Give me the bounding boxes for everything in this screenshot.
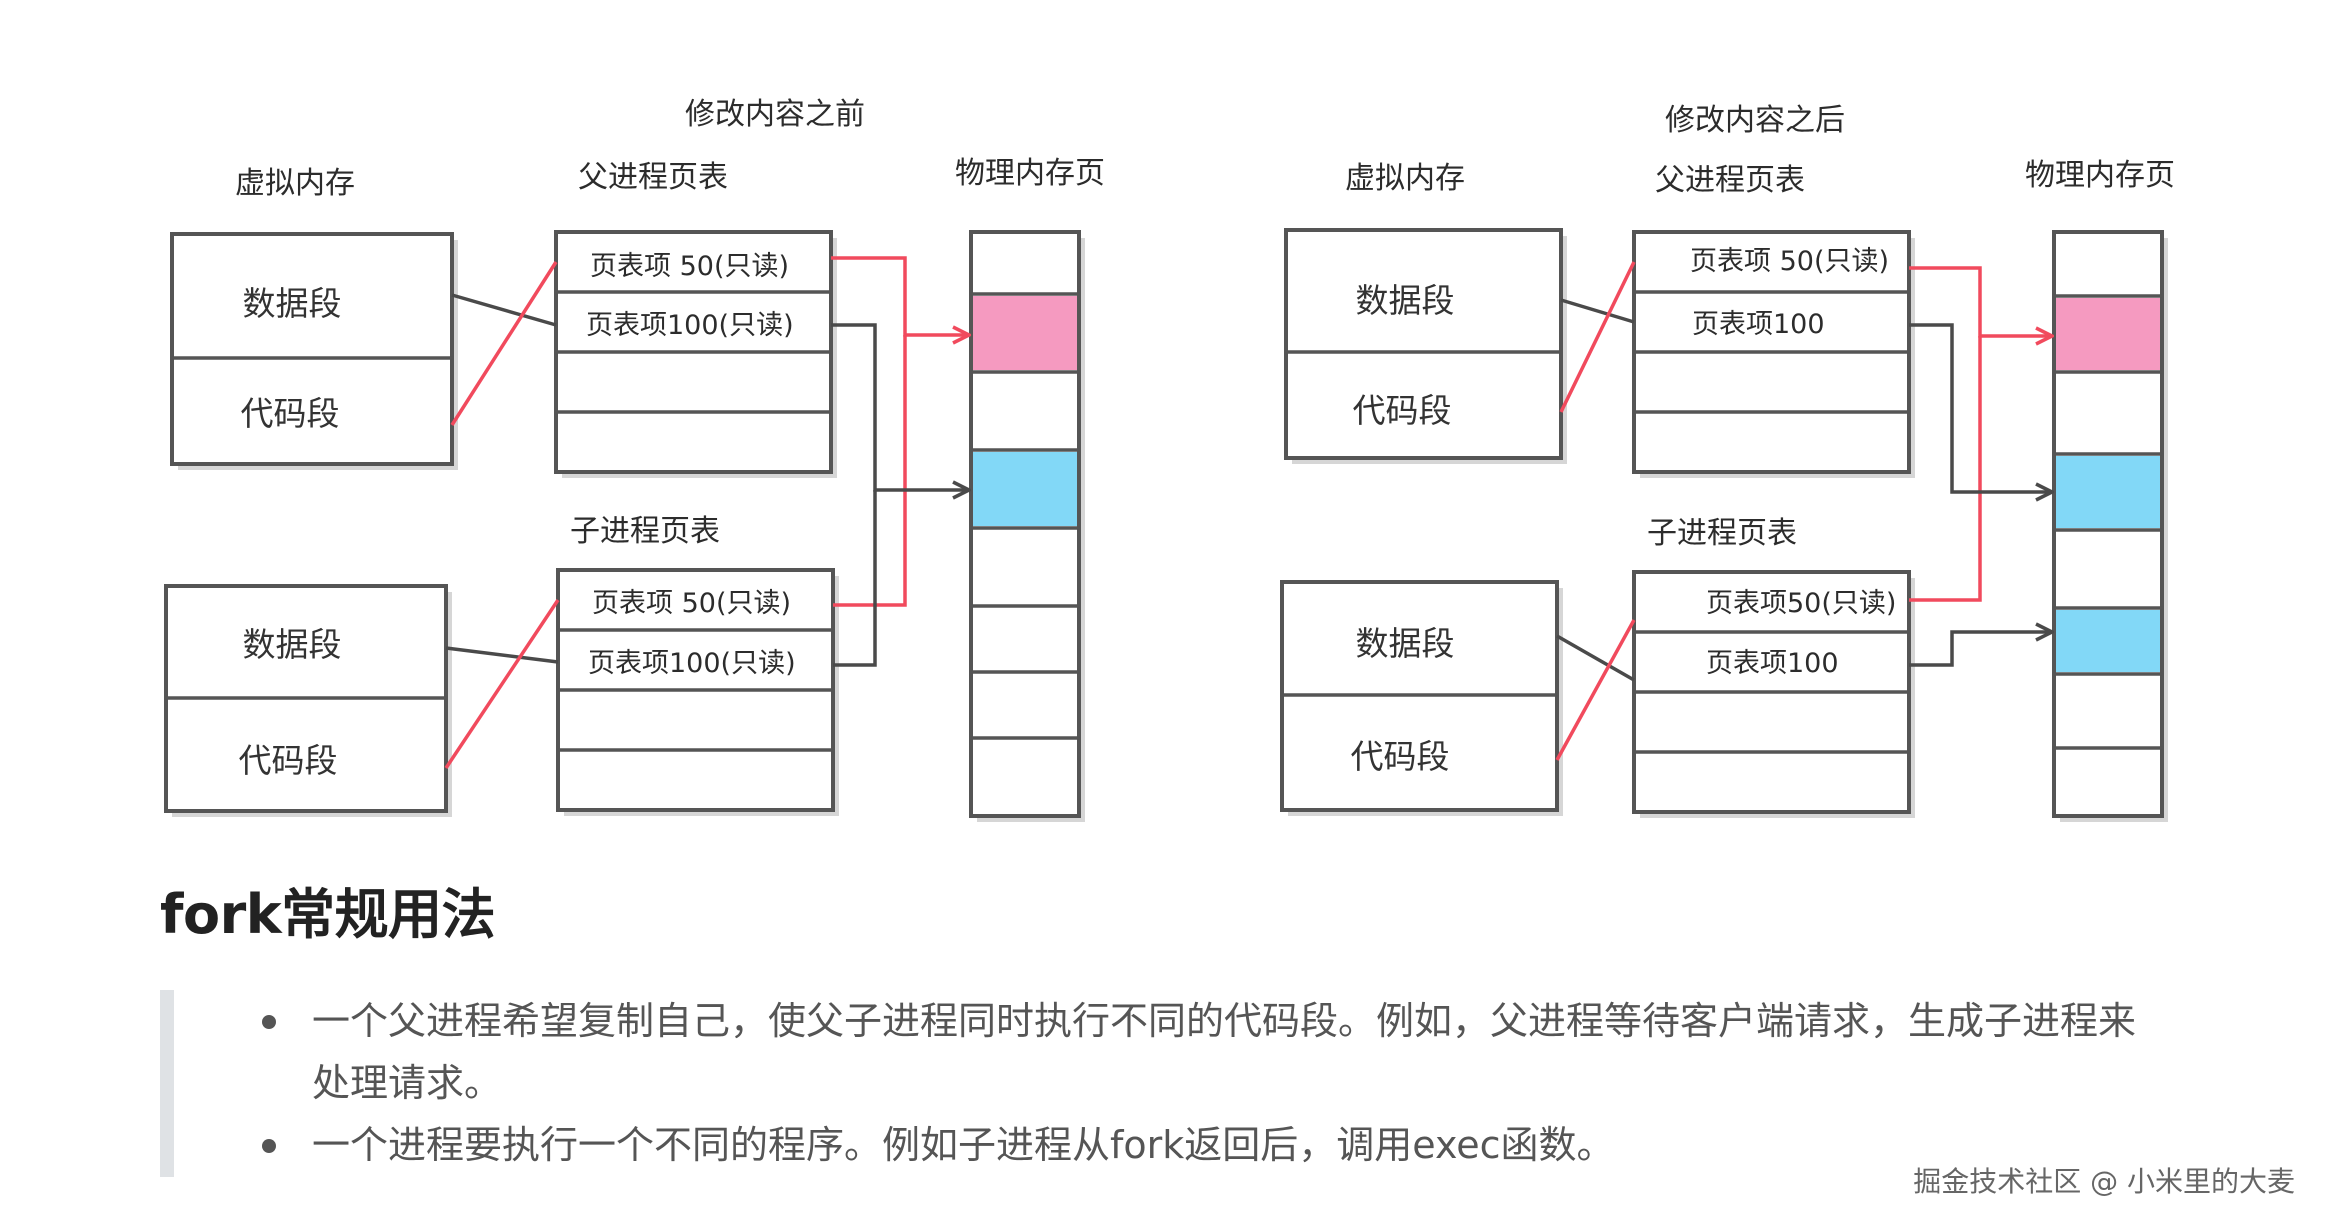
after-blue-page-child [2056,610,2160,672]
before-virtual-memory-label: 虚拟内存 [235,166,355,201]
before-child-code-segment: 代码段 [239,741,338,780]
after-panel: 修改内容之后 虚拟内存 父进程页表 物理内存页 子进程页表 数据段 代码段 页表… [1280,103,2175,822]
list-item: 一个父进程希望复制自己，使父子进程同时执行不同的代码段。例如，父进程等待客户端请… [262,990,2142,1114]
after-child-page-table: 页表项50(只读) 页表项100 [1632,570,1915,818]
before-child-data-segment: 数据段 [243,625,342,664]
after-child-entry-100: 页表项100 [1706,648,1839,679]
before-physical-memory [969,230,1085,822]
after-pink-page [2056,298,2160,370]
before-child-page-table: 页表项 50(只读) 页表项100(只读) [556,568,839,816]
before-parent-page-table: 页表项 50(只读) 页表项100(只读) [554,230,837,478]
after-parent-code-segment: 代码段 [1353,391,1452,430]
before-panel: 修改内容之前 虚拟内存 父进程页表 物理内存页 子进程页表 数据段 代码段 页表… [164,97,1105,822]
after-child-virtual-memory: 数据段 代码段 [1280,580,1563,816]
after-physical-label: 物理内存页 [2025,158,2175,193]
usage-list: 一个父进程希望复制自己，使父子进程同时执行不同的代码段。例如，父进程等待客户端请… [262,990,2142,1176]
watermark: 掘金技术社区 @ 小米里的大麦 [1913,1165,2295,1198]
after-blue-page-parent [2056,456,2160,528]
fork-cow-diagram: 修改内容之前 虚拟内存 父进程页表 物理内存页 子进程页表 数据段 代码段 页表… [164,97,2175,822]
blockquote-bar [160,990,174,1177]
after-virtual-memory-label: 虚拟内存 [1345,161,1465,196]
before-blue-page [973,452,1077,526]
before-child-entry-100: 页表项100(只读) [588,648,796,679]
after-child-entry-50: 页表项50(只读) [1706,588,1896,619]
before-child-entry-50: 页表项 50(只读) [592,588,791,619]
after-parent-table-label: 父进程页表 [1655,163,1805,198]
before-pink-page [973,296,1077,370]
before-parent-code-segment: 代码段 [241,394,340,433]
after-child-code-segment: 代码段 [1351,737,1450,776]
before-physical-label: 物理内存页 [955,156,1105,191]
after-child-table-label: 子进程页表 [1647,516,1797,551]
before-parent-data-segment: 数据段 [243,284,342,323]
before-child-virtual-memory: 数据段 代码段 [164,584,452,817]
before-parent-entry-50: 页表项 50(只读) [590,251,789,282]
after-parent-page-table: 页表项 50(只读) 页表项100 [1632,230,1915,478]
before-parent-table-label: 父进程页表 [578,160,728,195]
after-physical-memory [2052,230,2168,822]
after-parent-data-segment: 数据段 [1356,281,1455,320]
after-child-data-segment: 数据段 [1356,624,1455,663]
before-parent-entry-100: 页表项100(只读) [586,310,794,341]
after-title: 修改内容之后 [1665,103,1845,138]
before-parent-virtual-memory: 数据段 代码段 [170,232,458,470]
after-parent-virtual-memory: 数据段 代码段 [1284,228,1567,464]
section-heading: fork常规用法 [160,883,496,946]
list-item: 一个进程要执行一个不同的程序。例如子进程从fork返回后，调用exec函数。 [262,1114,2142,1176]
before-title: 修改内容之前 [685,97,865,132]
after-parent-entry-50: 页表项 50(只读) [1690,246,1889,277]
before-child-table-label: 子进程页表 [570,514,720,549]
after-parent-entry-100: 页表项100 [1692,309,1825,340]
